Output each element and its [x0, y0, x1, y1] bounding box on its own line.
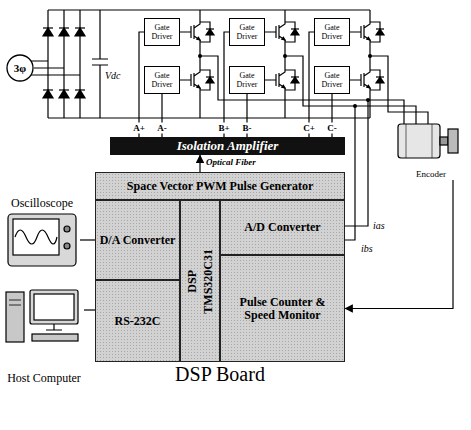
junction-dot: [366, 98, 370, 102]
monitor-screen: [34, 294, 74, 320]
igbt-symbol: [265, 66, 299, 94]
phase-a-wire: [200, 56, 404, 124]
motor-shaft: [440, 137, 448, 145]
dsp-board-block: D/A Converter: [95, 200, 180, 280]
gate-driver-box: Gate Driver: [314, 66, 350, 94]
signal-name: A-: [156, 123, 168, 134]
host-computer: Host Computer: [4, 285, 84, 385]
igbt-symbol: [180, 66, 214, 94]
node-label: A/D Converter: [244, 221, 320, 234]
node-label: Gate Driver: [232, 23, 262, 41]
signal-connector: [84, 309, 95, 310]
rectifier-diode: [59, 28, 69, 36]
gate-driver-box: Gate Driver: [144, 66, 180, 94]
node-label: Pulse Counter & Speed Monitor: [224, 296, 341, 322]
dsp-chip-column: DSPTMS320C31: [180, 200, 220, 362]
junction-dot: [368, 54, 372, 58]
node-label: TMS320C31: [201, 249, 215, 314]
oscilloscope: Oscilloscope: [4, 196, 80, 272]
node-label: Gate Driver: [317, 71, 347, 89]
gate-driver-box: Gate Driver: [229, 66, 265, 94]
node-label: RS-232C: [114, 315, 160, 328]
igbt-symbol: [350, 66, 384, 94]
node-label: Gate Driver: [147, 23, 177, 41]
dsp-board-block: Space Vector PWM Pulse Generator: [95, 172, 345, 200]
node-label: 3φ: [14, 62, 26, 74]
oscilloscope-screen: [13, 219, 59, 255]
current-sense-wire: [345, 100, 368, 226]
gate-driver-box: Gate Driver: [144, 18, 180, 46]
node-label: Gate Driver: [232, 71, 262, 89]
signal-name: C-: [326, 123, 338, 134]
isolation-amplifier-bar: Isolation Amplifier: [110, 137, 345, 155]
igbt-symbol: [350, 18, 384, 46]
tower-slots: [9, 300, 21, 305]
rectifier-diode: [43, 90, 53, 98]
igbt-symbol: [265, 18, 299, 46]
junction-dot: [353, 104, 357, 108]
computer-monitor: [30, 290, 78, 324]
rectifier-diode: [59, 90, 69, 98]
current-label: ibs: [360, 243, 374, 255]
signal-connector: [199, 155, 200, 172]
gate-driver-box: Gate Driver: [314, 18, 350, 46]
node-label: Gate Driver: [147, 71, 177, 89]
motor-ribs: [406, 124, 432, 158]
current-label: ias: [372, 220, 386, 232]
signal-name: C+: [302, 123, 316, 134]
computer-keyboard: [32, 334, 78, 341]
board-heading: DSP Board: [95, 363, 345, 385]
oscilloscope-knob: [64, 226, 70, 232]
oscilloscope-trace: [15, 230, 57, 244]
motor-body: [398, 124, 440, 158]
node-label: Oscilloscope: [4, 196, 80, 211]
dsp-board-block: A/D Converter: [220, 200, 345, 255]
source-circle-outline: [7, 55, 33, 81]
node-label: D/A Converter: [100, 234, 176, 247]
rectifier-diode: [75, 28, 85, 36]
rectifier-diode: [43, 28, 53, 36]
dsp-board: Space Vector PWM Pulse GeneratorD/A Conv…: [95, 172, 345, 387]
junction-dot: [283, 54, 287, 58]
node-label: Host Computer: [7, 371, 81, 385]
node-label: Encoder: [416, 169, 446, 180]
phase-b-wire: [285, 56, 416, 124]
dsp-board-block: Pulse Counter & Speed Monitor: [220, 255, 345, 362]
junction-dot: [198, 54, 202, 58]
signal-name: A+: [132, 123, 146, 134]
node-label: Space Vector PWM Pulse Generator: [127, 180, 313, 193]
node-label: Isolation Amplifier: [177, 138, 279, 154]
rectifier-diode: [75, 90, 85, 98]
link-label: Optical Fiber: [205, 157, 257, 168]
node-label: DSP: [185, 270, 199, 293]
node-label: Gate Driver: [317, 23, 347, 41]
signal-name: B-: [242, 123, 253, 134]
computer-tower: [6, 292, 24, 342]
signal-name: B+: [217, 123, 230, 134]
encoder-disk: [448, 129, 458, 153]
dc-bus: [48, 10, 370, 118]
oscilloscope-knob: [64, 243, 70, 249]
voltage-label: Vdc: [104, 70, 122, 82]
monitor-stand: [46, 324, 62, 330]
inverter-legs: [200, 10, 370, 118]
dsp-board-block: RS-232C: [95, 280, 180, 362]
source-wires: [31, 61, 80, 75]
oscilloscope-case: [8, 214, 76, 266]
gate-driver-box: Gate Driver: [229, 18, 265, 46]
rectifier-legs: [48, 10, 80, 118]
dc-link-capacitor: [92, 10, 108, 118]
three-phase-source: 3φ: [6, 54, 34, 82]
current-sense-wire: [345, 106, 355, 240]
igbt-symbol: [180, 18, 214, 46]
signal-connector: [80, 239, 95, 240]
motor-encoder: Encoder: [396, 122, 466, 180]
signal-connector: [345, 180, 453, 309]
